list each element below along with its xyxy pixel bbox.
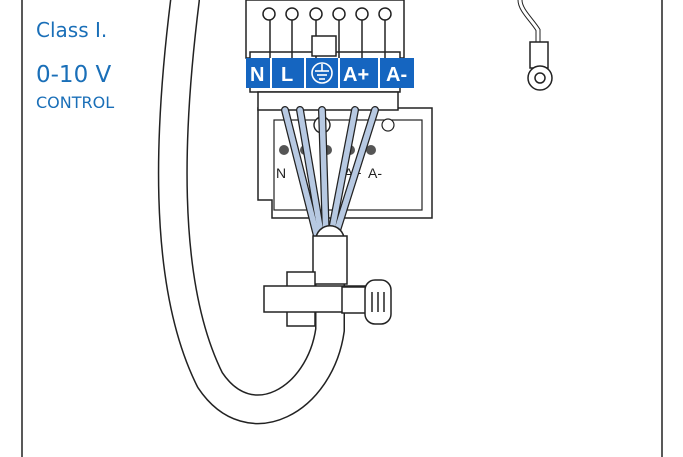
ground-icon — [311, 62, 333, 84]
terminal-row: N L A+ A- — [246, 58, 414, 88]
board-inner — [273, 119, 423, 211]
connector-block — [245, 0, 405, 111]
terminal-n-label: N — [250, 64, 264, 86]
terminal-l-bg — [272, 58, 304, 88]
terminal-aplus-label: A+ — [343, 64, 369, 86]
terminal-aplus-bg — [340, 58, 378, 88]
terminal-l-label: L — [281, 64, 293, 86]
control-label: CONTROL — [36, 93, 115, 112]
board-label-n: N — [276, 165, 286, 181]
cable-sleeve — [312, 235, 348, 285]
wires — [281, 106, 379, 244]
class-label: Class I. — [36, 18, 108, 42]
ring-terminal — [517, 0, 553, 91]
voltage-label: 0-10 V — [36, 62, 112, 88]
terminal-aminus-bg — [380, 58, 414, 88]
terminal-n-bg — [246, 58, 270, 88]
cable-clamp — [263, 271, 392, 327]
terminal-aminus-label: A- — [386, 64, 407, 86]
board-label-aminus: A- — [368, 165, 382, 181]
cable — [157, 0, 345, 425]
